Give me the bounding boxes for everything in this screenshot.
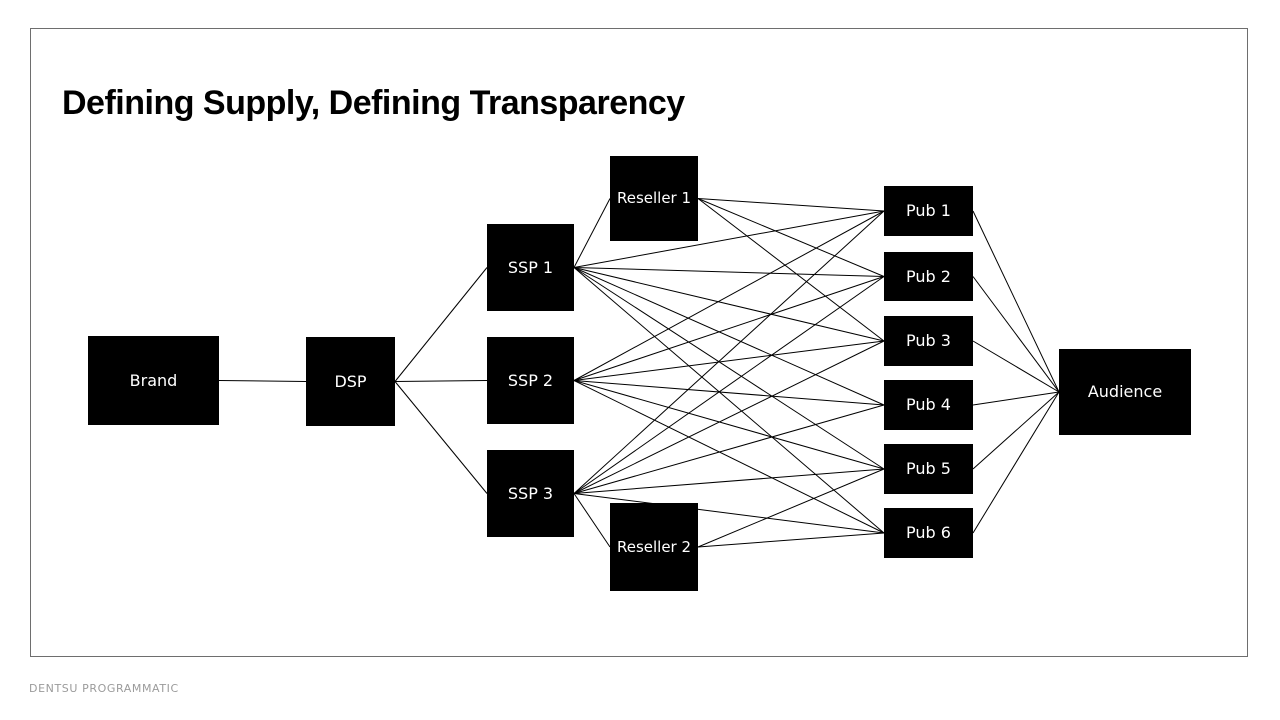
node-pub6: Pub 6 [884, 508, 973, 558]
edge-ssp3-pub6 [573, 493, 885, 534]
edge-pub2-audience [972, 276, 1060, 393]
edge-pub6-audience [972, 391, 1060, 534]
edge-ssp3-pub5 [573, 468, 885, 494]
edge-dsp-ssp2 [394, 380, 488, 382]
node-pub5: Pub 5 [884, 444, 973, 494]
edge-ssp1-pub3 [573, 267, 885, 342]
edge-ssp1-pub5 [573, 267, 885, 470]
edge-ssp1-pub6 [573, 267, 885, 534]
edge-dsp-ssp1 [394, 267, 488, 382]
edge-ssp3-pub3 [573, 340, 885, 494]
edge-ssp2-pub3 [573, 340, 885, 381]
edge-pub5-audience [972, 391, 1060, 470]
edge-reseller1-pub3 [697, 198, 885, 342]
edge-ssp3-pub4 [573, 404, 885, 494]
node-pub3: Pub 3 [884, 316, 973, 366]
edge-ssp1-pub4 [573, 267, 885, 406]
slide-title: Defining Supply, Defining Transparency [62, 83, 685, 122]
edge-reseller2-pub5 [697, 468, 885, 548]
node-pub2: Pub 2 [884, 252, 973, 301]
node-pub4: Pub 4 [884, 380, 973, 430]
node-ssp3: SSP 3 [487, 450, 574, 537]
edge-ssp1-pub2 [573, 267, 885, 277]
edge-dsp-ssp3 [394, 381, 488, 494]
node-pub1: Pub 1 [884, 186, 973, 236]
edge-ssp3-pub1 [573, 210, 885, 494]
edge-ssp3-pub2 [573, 276, 885, 494]
node-audience: Audience [1059, 349, 1191, 435]
edge-ssp2-pub6 [573, 380, 885, 534]
node-ssp1: SSP 1 [487, 224, 574, 311]
edge-ssp1-reseller1 [573, 198, 611, 268]
edge-pub3-audience [972, 340, 1060, 393]
edge-ssp3-reseller2 [573, 493, 611, 548]
edge-reseller1-pub1 [697, 198, 885, 212]
edge-reseller2-pub6 [697, 532, 885, 548]
edge-brand-dsp [218, 380, 307, 382]
node-brand: Brand [88, 336, 219, 425]
node-ssp2: SSP 2 [487, 337, 574, 424]
edge-ssp2-pub4 [573, 380, 885, 406]
node-reseller1: Reseller 1 [610, 156, 698, 241]
edge-pub4-audience [972, 391, 1060, 406]
footer-brand-label: DENTSU PROGRAMMATIC [29, 682, 179, 695]
edge-ssp2-pub5 [573, 380, 885, 470]
edge-pub1-audience [972, 210, 1060, 393]
edge-ssp2-pub1 [573, 210, 885, 381]
edge-reseller1-pub2 [697, 198, 885, 277]
edge-ssp2-pub2 [573, 276, 885, 381]
node-dsp: DSP [306, 337, 395, 426]
node-reseller2: Reseller 2 [610, 503, 698, 591]
edge-ssp1-pub1 [573, 210, 885, 268]
